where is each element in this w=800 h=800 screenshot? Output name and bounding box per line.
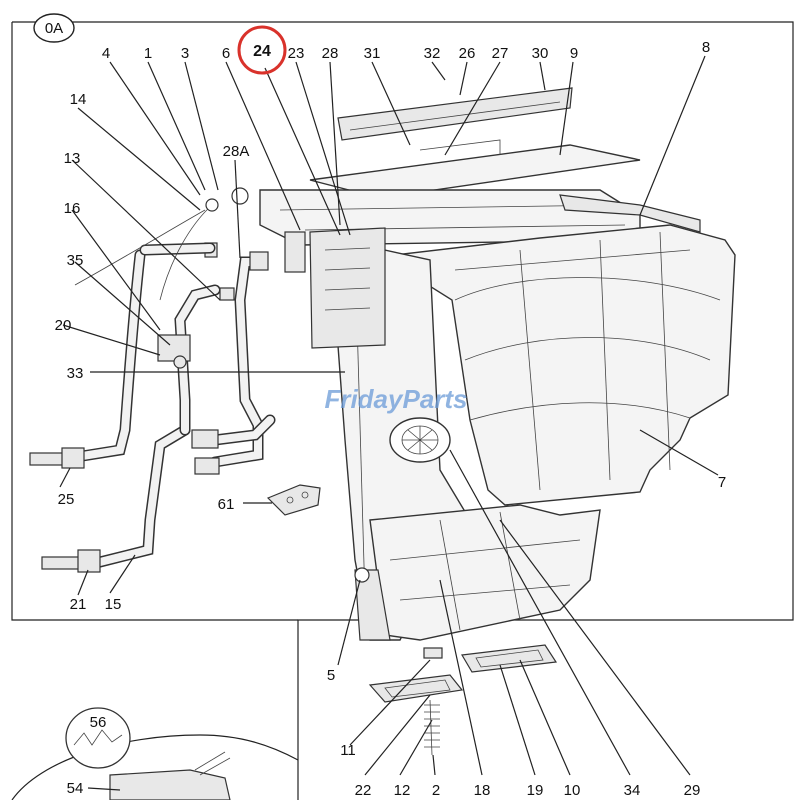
callout-7: 7 [718,474,726,491]
callout-28a: 28A [223,143,250,160]
callout-30: 30 [532,45,549,62]
callout-8: 8 [702,39,710,56]
callout-61: 61 [218,496,235,513]
callout-21: 21 [70,596,87,613]
gaskets [368,644,558,756]
callout-28: 28 [322,45,339,62]
callout-19: 19 [527,782,544,799]
callout-35: 35 [67,252,84,269]
callout-34: 34 [624,782,641,799]
callout-31: 31 [364,45,381,62]
callout-20: 20 [55,317,72,334]
heater-box-housing [204,87,736,641]
callout-22: 22 [355,782,372,799]
section-badge-text: 0A [45,20,63,37]
callout-9: 9 [570,45,578,62]
top-duct-8 [559,194,701,233]
inset-frame [11,22,298,621]
callout-1: 1 [144,45,152,62]
callout-11: 11 [340,742,356,759]
callout-56: 56 [90,714,107,731]
watermark-text: FridayParts [324,384,467,414]
callout-16: 16 [64,200,81,217]
callout-29: 29 [684,782,701,799]
callout-27: 27 [492,45,509,62]
callout-4: 4 [102,45,110,62]
callout-24: 24 [253,43,271,60]
callout-32: 32 [424,45,441,62]
callout-5: 5 [327,667,335,684]
callout-54: 54 [67,780,84,797]
callout-18: 18 [474,782,491,799]
callout-3: 3 [181,45,189,62]
inset-detail: 56 54 [11,707,299,800]
callout-25: 25 [58,491,75,508]
diagram-frame [12,21,794,800]
callout-2: 2 [432,782,440,799]
callout-33: 33 [67,365,84,382]
callout-labels: 4 1 3 6 24 23 28 31 32 26 27 30 9 8 14 2… [55,39,727,799]
leader-lines [59,55,719,776]
callout-14: 14 [70,91,87,108]
callout-10: 10 [564,782,581,799]
bracket-61 [266,484,321,516]
callout-13: 13 [64,150,81,167]
callout-15: 15 [105,596,122,613]
callout-23: 23 [288,45,305,62]
highlight-ring [237,25,287,75]
callout-6: 6 [222,45,230,62]
callout-12: 12 [394,782,411,799]
callout-26: 26 [459,45,476,62]
section-badge: 0A [33,13,75,43]
